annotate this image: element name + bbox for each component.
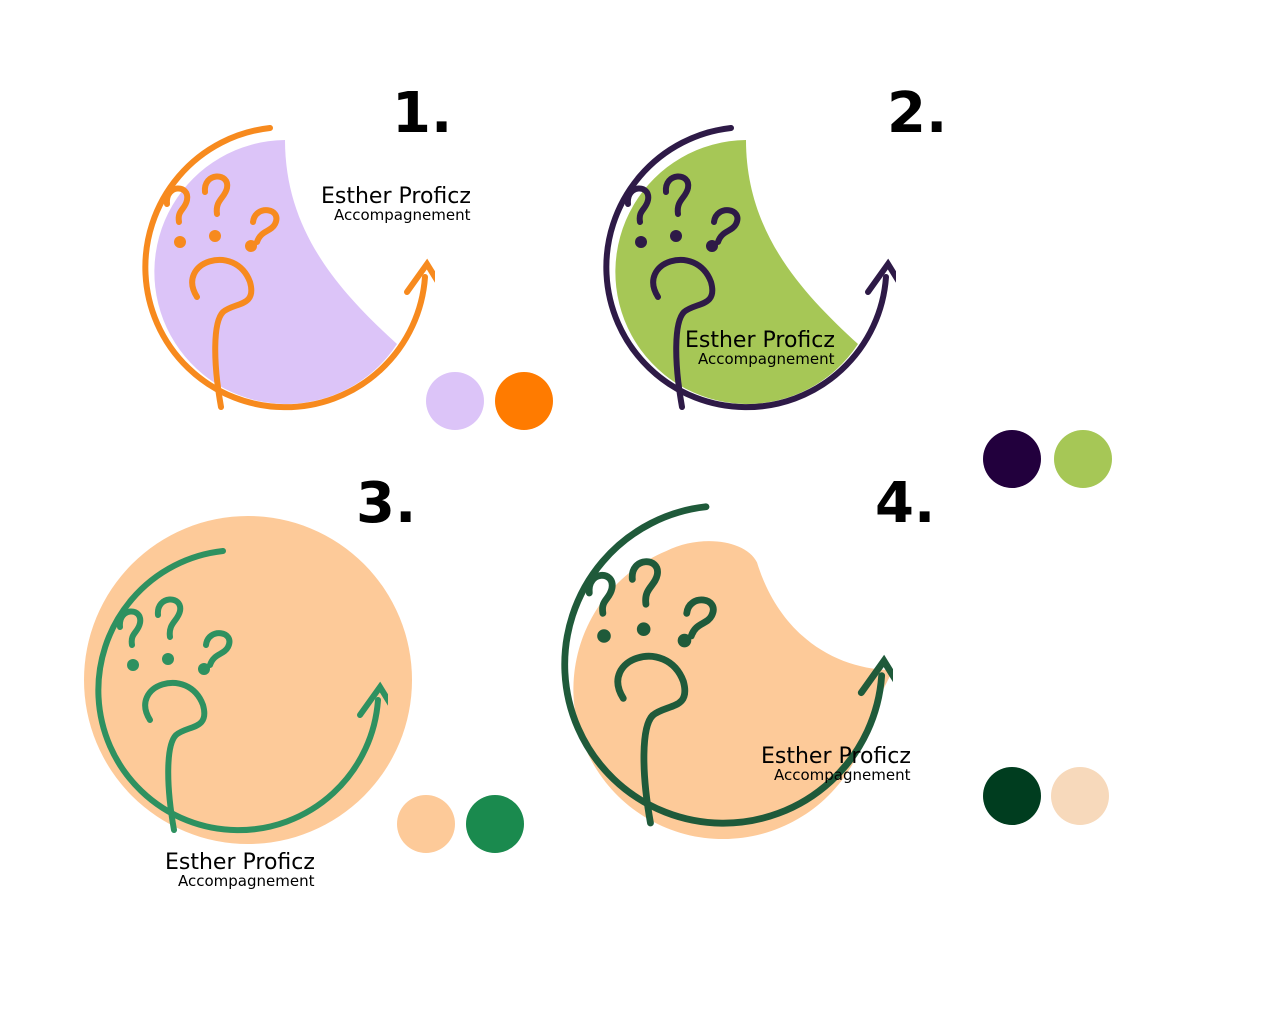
variant-number-3: 3. — [356, 471, 417, 536]
logo-variant-4 — [561, 503, 893, 840]
logo-figure — [614, 652, 689, 827]
variant-number-4: 4. — [875, 471, 936, 536]
brand-subtitle: Accompagnement — [178, 872, 315, 890]
question-mark-icon — [711, 207, 741, 245]
question-mark-icon — [628, 558, 661, 608]
question-mark-icon — [250, 207, 280, 245]
logo-dot — [636, 622, 651, 636]
logo-arrow-arc — [95, 548, 381, 834]
logo-dot — [635, 236, 647, 248]
logo-variant-3 — [95, 548, 388, 834]
logo-dot — [597, 629, 611, 643]
logo-dot — [706, 240, 718, 252]
logo-dot — [245, 240, 257, 252]
question-mark-icon — [625, 185, 652, 225]
logo-arrow-head — [404, 258, 435, 295]
brand-subtitle: Accompagnement — [774, 766, 911, 784]
logo-dot — [209, 230, 221, 242]
brand-name: Esther Proficz — [685, 328, 835, 353]
logo-variant-2 — [603, 125, 896, 411]
logo-arrow-arc — [561, 503, 886, 827]
logo-dot — [198, 663, 210, 675]
question-mark-icon — [155, 596, 184, 640]
color-swatch — [495, 372, 553, 430]
color-swatch — [466, 795, 524, 853]
logo-figure — [142, 679, 208, 833]
question-mark-icon — [164, 185, 191, 225]
logo-variant-1 — [142, 125, 435, 411]
variant-number-1: 1. — [392, 81, 453, 146]
question-mark-icon — [203, 630, 233, 668]
logo-arrow-arc — [603, 125, 889, 411]
variant-number-2: 2. — [887, 81, 948, 146]
logo-arrow-head — [857, 654, 893, 697]
logo-dot — [677, 633, 692, 648]
logo-figure — [650, 256, 716, 410]
logo-arrow-head — [865, 258, 896, 295]
logo-fill-shape — [154, 140, 397, 404]
brand-name: Esther Proficz — [321, 184, 471, 209]
question-mark-icon — [202, 173, 231, 217]
question-mark-icon — [663, 173, 692, 217]
color-swatch — [426, 372, 484, 430]
brand-subtitle: Accompagnement — [334, 206, 471, 224]
brand-name: Esther Proficz — [761, 744, 911, 769]
question-mark-icon — [117, 608, 144, 648]
logo-arrow-arc — [142, 125, 428, 411]
logo-figure — [189, 256, 255, 410]
logo-dot — [670, 230, 682, 242]
color-swatch — [1051, 767, 1109, 825]
color-swatch — [983, 430, 1041, 488]
brand-text-1: Esther Proficz Accompagnement — [321, 186, 471, 223]
brand-text-2: Esther Proficz Accompagnement — [685, 330, 835, 367]
brand-text-3: Esther Proficz Accompagnement — [165, 852, 315, 889]
logo-arrow-head — [357, 681, 388, 718]
brand-text-4: Esther Proficz Accompagnement — [761, 746, 911, 783]
logo-dot — [174, 236, 186, 248]
color-swatch — [397, 795, 455, 853]
question-mark-icon — [585, 571, 616, 617]
logo-dot — [162, 653, 174, 665]
brand-subtitle: Accompagnement — [698, 350, 835, 368]
color-swatch — [983, 767, 1041, 825]
logo-fill-shape — [573, 541, 893, 840]
question-mark-icon — [683, 596, 717, 640]
brand-name: Esther Proficz — [165, 850, 315, 875]
logo-dot — [127, 659, 139, 671]
color-swatch — [1054, 430, 1112, 488]
